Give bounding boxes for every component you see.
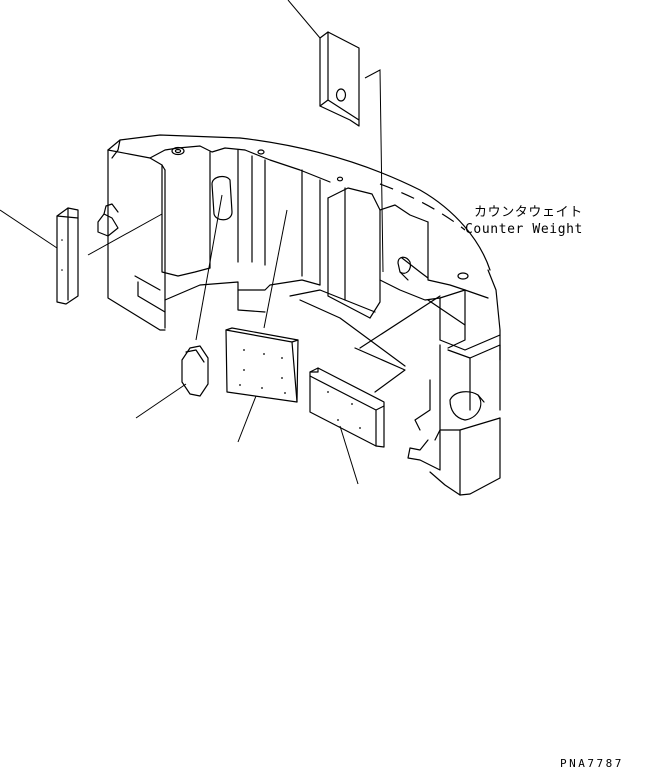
drawing-code: PNA7787	[560, 757, 624, 769]
octagon-cushion	[135, 194, 223, 419]
rect-pad	[309, 367, 385, 485]
counterweight-body	[97, 134, 501, 496]
counterweight-label-en: Counter Weight	[465, 222, 583, 237]
left-pad	[0, 207, 163, 305]
top-plate-with-hole	[287, 0, 384, 273]
counterweight-label-jp: カウンタウェイト	[474, 205, 583, 220]
square-pad	[225, 209, 299, 443]
